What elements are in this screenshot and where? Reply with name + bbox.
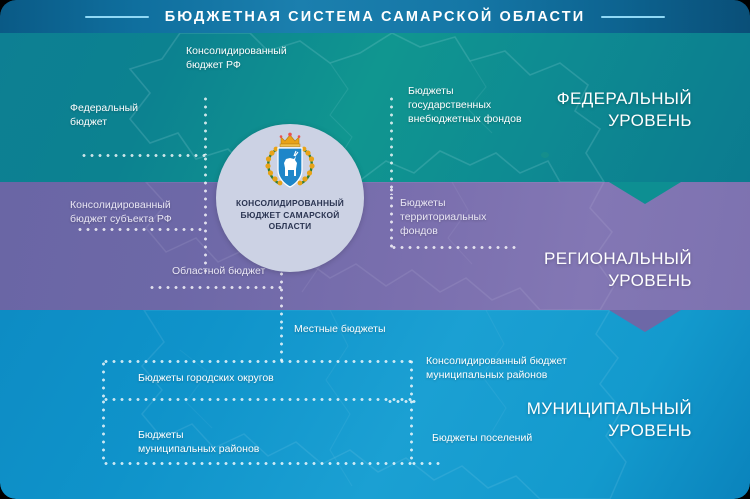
page-title: БЮДЖЕТНАЯ СИСТЕМА САМАРСКОЙ ОБЛАСТИ bbox=[164, 8, 586, 25]
connector-v-consolidated-municipal bbox=[410, 358, 413, 464]
central-emblem-circle: КОНСОЛИДИРОВАННЫЙ БЮДЖЕТ САМАРСКОЙ ОБЛАС… bbox=[216, 124, 364, 272]
node-consolidated-rf-line2: бюджет РФ bbox=[186, 59, 241, 71]
band-municipal-level bbox=[0, 310, 750, 499]
node-oblast-budget: Областной бюджет bbox=[172, 265, 266, 277]
node-consolidated-rf-line1: Консолидированный bbox=[186, 45, 287, 57]
central-emblem-label: КОНСОЛИДИРОВАННЫЙ БЮДЖЕТ САМАРСКОЙ ОБЛАС… bbox=[236, 198, 344, 231]
band-federal-level bbox=[0, 33, 750, 182]
node-consolidated-subject-rf-line1: Консолидированный bbox=[70, 199, 171, 211]
connector-h-oblast-budget bbox=[148, 286, 282, 289]
connector-v-local-budgets bbox=[280, 324, 283, 362]
chevron-federal-to-regional bbox=[609, 182, 681, 204]
level-caption-regional-line2: УРОВЕНЬ bbox=[608, 271, 692, 290]
connector-v-territorial-funds bbox=[390, 186, 393, 248]
level-caption-municipal: МУНИЦИПАЛЬНЫЙ УРОВЕНЬ bbox=[400, 398, 692, 442]
connector-h-federal-budget bbox=[80, 154, 206, 157]
connector-h-settlements bbox=[410, 462, 440, 465]
node-consolidated-subject-rf: Консолидированный бюджет субъекта РФ bbox=[70, 198, 210, 226]
node-consolidated-municipal-districts-line1: Консолидированный бюджет bbox=[426, 355, 567, 367]
node-extrabudgetary-funds-line3: внебюджетных фондов bbox=[408, 113, 522, 125]
level-caption-federal-line1: ФЕДЕРАЛЬНЫЙ bbox=[556, 89, 692, 108]
node-territorial-funds-line1: Бюджеты bbox=[400, 197, 446, 209]
level-caption-federal: ФЕДЕРАЛЬНЫЙ УРОВЕНЬ bbox=[430, 88, 692, 132]
level-caption-municipal-line1: МУНИЦИПАЛЬНЫЙ bbox=[526, 399, 692, 418]
connector-h-municipal-districts bbox=[102, 462, 414, 465]
header-rule-right-icon bbox=[601, 15, 666, 18]
node-consolidated-subject-rf-line2: бюджет субъекта РФ bbox=[70, 213, 172, 225]
node-extrabudgetary-funds: Бюджеты государственных внебюджетных фон… bbox=[408, 84, 588, 126]
connector-h-territorial-funds bbox=[390, 246, 518, 249]
node-municipal-district-budgets: Бюджеты муниципальных районов bbox=[138, 428, 338, 456]
connector-v-oblast-budget bbox=[280, 262, 283, 324]
node-extrabudgetary-funds-line2: государственных bbox=[408, 99, 492, 111]
node-local-budgets: Местные бюджеты bbox=[294, 323, 386, 335]
node-extrabudgetary-funds-line1: Бюджеты bbox=[408, 85, 454, 97]
node-municipal-district-budgets-line2: муниципальных районов bbox=[138, 443, 260, 455]
node-municipal-district-budgets-line1: Бюджеты bbox=[138, 429, 184, 441]
node-federal-budget-line1: Федеральный bbox=[70, 102, 139, 114]
connector-h-consolidated-subject bbox=[76, 228, 206, 231]
connector-v-municipal-districts bbox=[102, 398, 105, 464]
node-settlement-budgets: Бюджеты поселений bbox=[432, 432, 533, 444]
connector-v-federal-top bbox=[204, 95, 207, 155]
level-caption-municipal-line2: УРОВЕНЬ bbox=[608, 421, 692, 440]
node-federal-budget-line2: бюджет bbox=[70, 116, 108, 128]
level-caption-federal-line2: УРОВЕНЬ bbox=[608, 111, 692, 130]
node-federal-budget: Федеральный бюджет bbox=[70, 101, 190, 129]
node-consolidated-municipal-districts: Консолидированный бюджет муниципальных р… bbox=[426, 354, 646, 382]
samara-coat-of-arms-icon bbox=[265, 132, 315, 188]
level-caption-regional-line1: РЕГИОНАЛЬНЫЙ bbox=[544, 249, 692, 268]
header-rule-left-icon bbox=[84, 15, 149, 18]
level-caption-regional: РЕГИОНАЛЬНЫЙ УРОВЕНЬ bbox=[430, 248, 692, 292]
node-consolidated-rf: Консолидированный бюджет РФ bbox=[186, 44, 356, 72]
header-bar: БЮДЖЕТНАЯ СИСТЕМА САМАРСКОЙ ОБЛАСТИ bbox=[0, 0, 750, 33]
node-territorial-funds: Бюджеты территориальных фондов bbox=[400, 196, 550, 238]
node-consolidated-municipal-districts-line2: муниципальных районов bbox=[426, 369, 548, 381]
connector-h-local-budgets bbox=[102, 360, 412, 363]
connector-h-consolidated-municipal bbox=[386, 400, 420, 403]
node-territorial-funds-line2: территориальных bbox=[400, 211, 487, 223]
connector-h-urban-okrugs bbox=[102, 398, 414, 401]
node-territorial-funds-line3: фондов bbox=[400, 225, 438, 237]
connector-v-federal-to-regional bbox=[204, 155, 207, 275]
connector-v-extrabudget-funds bbox=[390, 95, 393, 195]
connector-v-urban-okrugs bbox=[102, 360, 105, 400]
chevron-regional-to-municipal bbox=[609, 310, 681, 332]
node-urban-okrug-budgets: Бюджеты городских округов bbox=[138, 372, 274, 384]
